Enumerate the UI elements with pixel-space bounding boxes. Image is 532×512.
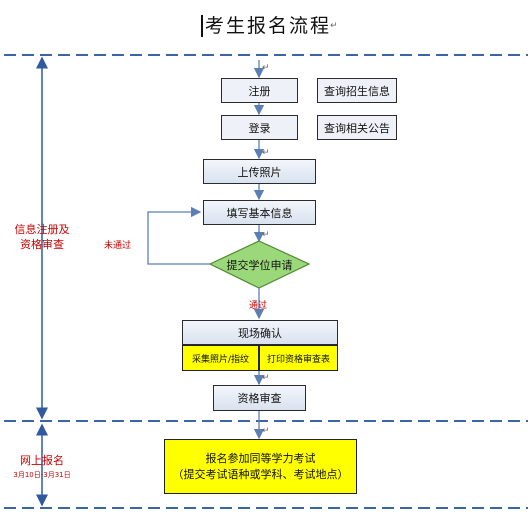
- section2-date: 3月10日-3月31日: [13, 471, 71, 479]
- section1-label: 信息注册及 资格审查: [10, 222, 74, 252]
- svg-text:↵: ↵: [262, 148, 270, 158]
- svg-text:↵: ↵: [262, 426, 270, 436]
- exam-registration-line2: （提交考试语种或学科、考试地点）: [172, 467, 349, 481]
- collect-photo-step: 采集照片/指纹: [182, 345, 259, 371]
- fill-info-step: 填写基本信息: [203, 200, 316, 225]
- upload-photo-step: 上传照片: [203, 159, 316, 184]
- print-form-step: 打印资格审查表: [259, 345, 338, 371]
- section1-label-line1: 信息注册及: [14, 223, 70, 236]
- page-title: 考生报名流程: [0, 11, 532, 38]
- login-step: 登录: [221, 115, 298, 140]
- section2-label: 网上报名: [20, 454, 64, 467]
- exam-registration-line1: 报名参加同等学力考试: [205, 451, 316, 465]
- svg-text:↵: ↵: [262, 63, 270, 73]
- exam-registration-step: 报名参加同等学力考试 （提交考试语种或学科、考试地点）: [164, 439, 357, 494]
- query-notice: 查询相关公告: [317, 115, 397, 140]
- pass-label: 通过: [249, 301, 268, 311]
- qualification-review-step: 资格审查: [213, 385, 306, 411]
- arrow-fail-loop: [147, 206, 210, 265]
- section1-label-line2: 资格审查: [20, 238, 64, 251]
- submit-apply-label: 提交学位申请: [226, 259, 293, 272]
- onsite-confirm-step: 现场确认: [182, 320, 338, 345]
- query-admission-info: 查询招生信息: [317, 78, 397, 103]
- svg-text:↵: ↵: [262, 230, 270, 240]
- fail-label: 未通过: [104, 241, 132, 251]
- svg-text:↵: ↵: [330, 21, 338, 31]
- svg-text:↵: ↵: [262, 373, 270, 383]
- decision-diamond: [208, 240, 311, 289]
- register-step: 注册: [221, 78, 298, 103]
